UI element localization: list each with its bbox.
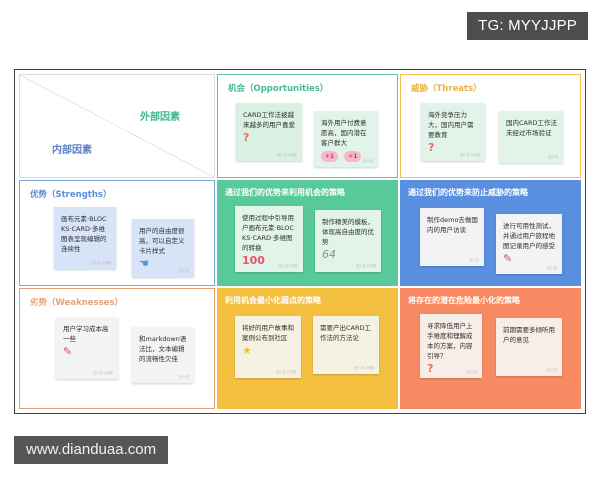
sticky-note[interactable]: 用户学习成本高一些 ✎ 白小白 2天前 [56,317,118,379]
note-text: 制作demo去做国内的用户访谈 [427,216,478,235]
plus-one-badge[interactable]: +1 [344,151,362,163]
note-signature: 白小白 2天前 [90,260,111,265]
note-signature: 白小白 [362,158,373,163]
sticky-note[interactable]: 进行可用性测试，并通过用户旅程地图记录用户的感受 ✎ 白小白 [496,214,562,274]
sticky-note[interactable]: 制作demo去做国内的用户访谈 白小白 [420,208,484,266]
opportunities-title: 机会（Opportunities） [228,84,329,94]
hundred-emoji-icon: 100 [242,254,265,268]
note-text: 画布元素·BLOCKS·CARD·多维图表呈现编辑的连续性 [61,215,107,254]
note-text: 将好的用户故事和案例公布到社区 [242,324,294,343]
strategy-wo[interactable]: 利用机会最小化弱点的策略 将好的用户故事和案例公布到社区 ★ 白小白 2天前 需… [217,288,398,409]
internal-factors-label: 内部因素 [52,145,92,156]
note-text: CARD工作法被越来越多的用户喜爱 [243,111,295,130]
threats-title: 威胁（Threats） [411,84,482,94]
note-signature: 白小白 [178,268,189,273]
quadrant-threats[interactable]: 威胁（Threats） 海外竞争压力大，国内用户需要教育 ? 白小白 2天前 国… [400,74,581,178]
pen-emoji-icon: ✎ [503,252,513,266]
pointing-hand-emoji-icon: ☚ [139,257,149,271]
number-emoji-icon: 64 [322,248,336,262]
note-signature: 白小白 2天前 [277,263,298,268]
note-signature: 白小白 2天前 [353,365,374,370]
note-text: 海外竞争压力大，国内用户需要教育 [428,111,474,140]
note-text: 使用过程中引导用户画布元素·BLOCKS·CARD·多维图的转换 [242,214,295,253]
sticky-note[interactable]: 将好的用户故事和案例公布到社区 ★ 白小白 2天前 [235,316,301,378]
note-text: 国内CARD工作法未经过市场验证 [506,119,558,138]
note-text: 进行可用性测试，并通过用户旅程地图记录用户的感受 [503,222,555,251]
note-signature: 白小白 [546,367,557,372]
sticky-note[interactable]: CARD工作法被越来越多的用户喜爱 ? 白小白 2天前 [236,103,302,161]
note-signature: 白小白 2天前 [276,152,297,157]
strategy-so[interactable]: 通过我们的优势来利用机会的策略 使用过程中引导用户画布元素·BLOCKS·CAR… [217,180,398,286]
sticky-note[interactable]: 和markdown语法比，文本编辑的流畅性欠佳 白小白 [132,327,194,383]
sticky-note[interactable]: 前期需要多倾听用户的意见 白小白 [496,318,562,376]
strategy-wo-title: 利用机会最小化弱点的策略 [225,296,321,305]
star-emoji-icon: ★ [242,344,252,358]
quadrant-strengths[interactable]: 优势（Strengths） 画布元素·BLOCKS·CARD·多维图表呈现编辑的… [19,180,215,286]
note-signature: 白小白 [466,369,477,374]
sticky-note[interactable]: 制作精美的模板，体现高自由度的优势 64 白小白 2天前 [315,210,381,272]
sticky-note[interactable]: 画布元素·BLOCKS·CARD·多维图表呈现编辑的连续性 白小白 2天前 [54,207,116,269]
strategy-st-title: 通过我们的优势来防止威胁的策略 [408,188,528,197]
note-text: 用户的自由度很高，可以自定义卡片样式 [139,227,185,256]
weaknesses-title: 劣势（Weaknesses） [30,298,123,308]
swot-board: 外部因素 内部因素 机会（Opportunities） CARD工作法被越来越多… [14,69,586,414]
question-emoji-icon: ? [428,141,435,155]
sticky-note[interactable]: 海外用户付费意愿高，国内潜在客户群大 +1 +1 白小白 [314,111,378,167]
sticky-note[interactable]: 需要产出CARD工作法的方法论 白小白 2天前 [313,316,379,374]
note-text: 制作精美的模板，体现高自由度的优势 [322,218,374,247]
strategy-so-title: 通过我们的优势来利用机会的策略 [225,188,345,197]
site-watermark: www.dianduaa.com [14,436,169,464]
note-text: 海外用户付费意愿高，国内潜在客户群大 [321,119,367,148]
tg-badge: TG: MYYJJPP [467,12,588,40]
note-signature: 白小白 2天前 [355,263,376,268]
external-factors-label: 外部因素 [140,112,180,123]
sticky-note[interactable]: 海外竞争压力大，国内用户需要教育 ? 白小白 2天前 [421,103,485,161]
diagonal-divider-icon [20,75,214,177]
quadrant-weaknesses[interactable]: 劣势（Weaknesses） 用户学习成本高一些 ✎ 白小白 2天前 和mark… [19,288,215,409]
note-signature: 白小白 2天前 [459,152,480,157]
question-emoji-icon: ? [427,362,434,376]
swot-grid: 外部因素 内部因素 机会（Opportunities） CARD工作法被越来越多… [19,74,581,409]
pen-emoji-icon: ✎ [63,345,73,359]
note-text: 和markdown语法比，文本编辑的流畅性欠佳 [139,335,187,364]
axis-corner-cell: 外部因素 内部因素 [19,74,215,178]
sticky-note[interactable]: 用户的自由度很高，可以自定义卡片样式 ☚ 白小白 [132,219,194,277]
strategy-wt[interactable]: 将存在的潜在危险最小化的策略 寻求降低用户上手难度和理解成本的方案，内容引导？ … [400,288,581,409]
plus-one-badge[interactable]: +1 [321,151,339,163]
note-signature: 白小白 2天前 [275,369,296,374]
note-signature: 白小白 2天前 [92,370,113,375]
question-emoji-icon: ? [243,131,250,145]
note-signature: 白小白 [546,265,557,270]
note-signature: 白小白 [468,257,479,262]
quadrant-opportunities[interactable]: 机会（Opportunities） CARD工作法被越来越多的用户喜爱 ? 白小… [217,74,398,178]
strategy-wt-title: 将存在的潜在危险最小化的策略 [408,296,520,305]
sticky-note[interactable]: 寻求降低用户上手难度和理解成本的方案，内容引导？ ? 白小白 [420,314,482,378]
note-text: 需要产出CARD工作法的方法论 [320,324,372,343]
strengths-title: 优势（Strengths） [30,190,112,200]
note-text: 寻求降低用户上手难度和理解成本的方案，内容引导？ [427,322,473,361]
note-signature: 白小白 [178,374,189,379]
strategy-st[interactable]: 通过我们的优势来防止威胁的策略 制作demo去做国内的用户访谈 白小白 进行可用… [400,180,581,286]
note-text: 前期需要多倾听用户的意见 [503,326,555,345]
sticky-note[interactable]: 国内CARD工作法未经过市场验证 白小白 [499,111,563,163]
note-text: 用户学习成本高一些 [63,325,109,344]
note-signature: 白小白 [547,154,558,159]
sticky-note[interactable]: 使用过程中引导用户画布元素·BLOCKS·CARD·多维图的转换 100 白小白… [235,206,303,272]
